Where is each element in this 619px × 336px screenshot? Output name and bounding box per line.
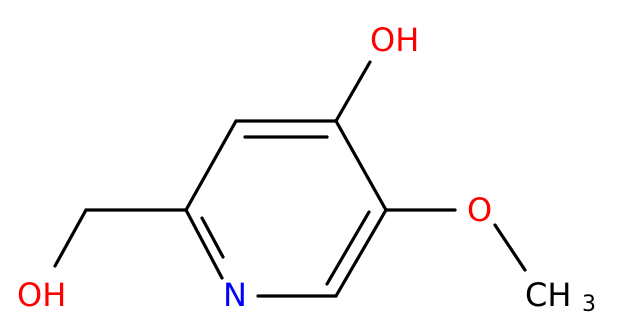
pyridine-ring — [184, 119, 388, 298]
bond-c5-c6-inner — [325, 210, 371, 286]
ring-nitrogen-label: N — [223, 276, 247, 314]
bond-c5-c6 — [334, 208, 388, 298]
bond-ch2-oh — [53, 208, 88, 268]
bond-c2-c3 — [184, 119, 238, 212]
bond-c4-c5 — [334, 119, 388, 212]
hydroxyl-top-label: OH — [370, 21, 419, 59]
bond-o-ch3 — [493, 223, 527, 272]
methoxy-oxygen-label: O — [467, 191, 492, 229]
methyl-label: CH — [525, 276, 571, 314]
bond-n-c2 — [184, 208, 224, 280]
methyl-subscript: 3 — [582, 292, 596, 317]
hydroxyl-left-label: OH — [17, 276, 66, 314]
bond-n-c2-inner — [200, 216, 225, 259]
bond-c4-oh — [334, 60, 372, 123]
